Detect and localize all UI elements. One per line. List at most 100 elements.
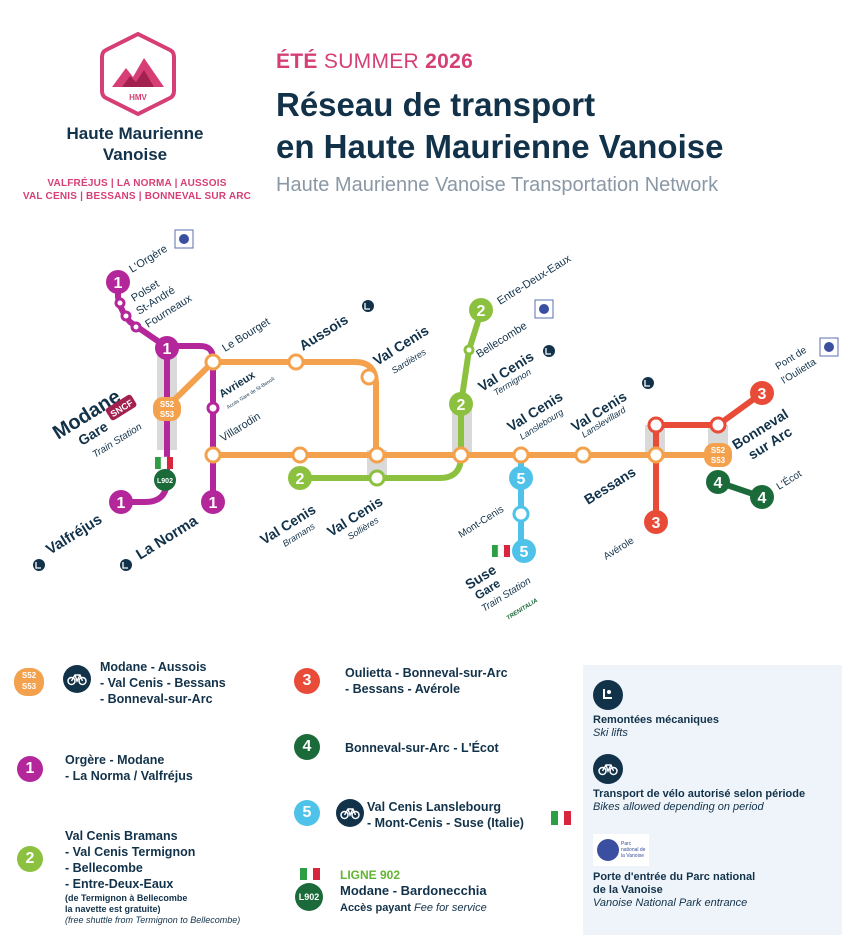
logo-towns: VALFRÉJUS | LA NORMA | AUSSOIS VAL CENIS… xyxy=(22,178,252,202)
label-bessans: Bessans xyxy=(581,463,639,507)
italy-flag-icon xyxy=(155,456,173,470)
label-villarodin: Villarodin xyxy=(218,410,263,444)
label-l-ecot: L'Écot xyxy=(774,467,804,493)
legend-l902-badge: L902 xyxy=(295,883,323,911)
bike-icon xyxy=(63,665,91,693)
badge-1: 1 xyxy=(163,341,172,358)
l902-badge: L902 xyxy=(154,469,176,491)
svg-text:S53: S53 xyxy=(160,410,175,419)
bike-icon xyxy=(593,754,623,784)
stop-polset xyxy=(114,297,126,309)
badge-2: 2 xyxy=(296,471,305,488)
info-bike-fr: Transport de vélo autorisé selon période xyxy=(593,788,806,800)
stop-lanslevillard xyxy=(574,446,592,464)
park-entrance-icon xyxy=(819,337,839,357)
park-entrance-icon xyxy=(174,229,194,249)
s52-badge-modane: S52 S53 xyxy=(153,397,181,421)
stop-bessans xyxy=(647,446,665,464)
legend-line-2-route: Val Cenis Bramans - Val Cenis Termignon … xyxy=(65,829,196,891)
badge-2: 2 xyxy=(477,303,486,320)
legend-line-4-route: Bonneval-sur-Arc - L'Écot xyxy=(345,741,499,755)
ski-lift-icon xyxy=(362,300,374,312)
label-averole: Avérole xyxy=(602,535,637,562)
bike-icon xyxy=(336,799,364,827)
stop-bramans xyxy=(291,446,309,464)
legend-l902-title: LIGNE 902 xyxy=(340,868,401,882)
info-ski-en: Ski lifts xyxy=(593,727,628,739)
badge-5: 5 xyxy=(517,471,526,488)
stops xyxy=(114,297,727,523)
stop-mont-cenis xyxy=(512,505,530,523)
s52-badge-bonneval: S52 S53 xyxy=(704,443,732,467)
page-subtitle: Haute Maurienne Vanoise Transportation N… xyxy=(276,174,719,196)
svg-text:S52: S52 xyxy=(160,400,175,409)
legend-line-2-badge: 2 xyxy=(17,846,43,872)
stop-aussois xyxy=(287,353,305,371)
label-la-norma: La Norma xyxy=(133,512,201,563)
line-3-route xyxy=(653,390,764,522)
park-entrance-icon: Parc national de la Vanoise xyxy=(593,834,649,866)
stop-st-andre xyxy=(120,310,132,322)
info-park-en: Vanoise National Park entrance xyxy=(593,897,748,909)
legend-line-5-badge: 5 xyxy=(294,800,320,826)
badge-1: 1 xyxy=(114,275,123,292)
label-le-bourget: Le Bourget xyxy=(220,316,272,355)
legend-line-4-badge: 4 xyxy=(294,734,320,760)
stop-termignon xyxy=(452,446,470,464)
stop-sollieres xyxy=(368,446,386,464)
stop-fourneaux xyxy=(130,321,142,333)
legend-line-1-route: Orgère - Modane - La Norma / Valfréjus xyxy=(65,753,193,783)
network-map: 1 1 1 1 2 2 2 3 3 4 4 5 5 S52 S53 S52 S5… xyxy=(33,229,839,622)
line-2-route xyxy=(300,311,484,481)
ski-lift-icon xyxy=(593,680,623,710)
stop-bonneval xyxy=(709,416,727,434)
legend-l902-fee: Accès payant Fee for service xyxy=(340,902,487,914)
line-badges: 1 1 1 1 2 2 2 3 3 4 4 5 5 xyxy=(106,270,774,563)
italy-flag-icon xyxy=(551,811,571,825)
italy-flag-icon xyxy=(492,544,510,558)
label-valfrejus: Valfréjus xyxy=(43,511,105,559)
badge-2: 2 xyxy=(457,397,466,414)
info-box xyxy=(583,665,842,935)
stop-villarodin xyxy=(204,446,222,464)
label-aussois: Aussois xyxy=(296,311,351,354)
hmv-logo: HMV xyxy=(100,32,176,116)
label-entre-deux-eaux: Entre-Deux-Eaux xyxy=(495,252,573,307)
badge-4: 4 xyxy=(714,475,723,492)
svg-text:S52: S52 xyxy=(711,446,726,455)
stop-bessans-2 xyxy=(647,416,665,434)
stop-lanslebourg xyxy=(512,446,530,464)
legend-s52-route: Modane - Aussois - Val Cenis - Bessans -… xyxy=(100,660,226,706)
stop-avrieux xyxy=(206,401,220,415)
legend-s52-badge: S52 S53 xyxy=(14,668,44,696)
stop-sardieres xyxy=(360,368,378,386)
badge-1: 1 xyxy=(209,495,218,512)
label-mont-cenis: Mont-Cenis xyxy=(457,504,506,540)
stop-sollieres-2 xyxy=(368,469,386,487)
svg-text:L902: L902 xyxy=(157,478,173,485)
info-bike-en: Bikes allowed depending on period xyxy=(593,801,764,813)
ski-lift-icon xyxy=(120,559,132,571)
page-title: Réseau de transport en Haute Maurienne V… xyxy=(276,86,724,165)
label-orgere: L'Orgère xyxy=(127,243,169,276)
legend-line-5-route: Val Cenis Lanslebourg - Mont-Cenis - Sus… xyxy=(367,800,524,830)
svg-text:S53: S53 xyxy=(711,456,726,465)
info-ski-fr: Remontées mécaniques xyxy=(593,714,719,726)
label-trenitalia: TRENITALIA xyxy=(506,598,539,622)
legend-line-3-badge: 3 xyxy=(294,668,320,694)
ski-lift-icon xyxy=(642,377,654,389)
badge-3: 3 xyxy=(758,386,767,403)
badge-1: 1 xyxy=(117,495,126,512)
badge-4: 4 xyxy=(758,490,767,507)
logo-monogram: HMV xyxy=(129,93,147,102)
info-park-fr: Porte d'entrée du Parc national de la Va… xyxy=(593,871,756,896)
italy-flag-icon xyxy=(300,868,320,880)
stop-bellecombe xyxy=(463,344,475,356)
park-entrance-icon xyxy=(534,299,554,319)
legend-line-1-badge: 1 xyxy=(17,756,43,782)
season-label: ÉTÉ SUMMER 2026 xyxy=(276,50,474,73)
logo-name: Haute Maurienne Vanoise xyxy=(66,124,204,164)
legend-line-3-route: Oulietta - Bonneval-sur-Arc - Bessans - … xyxy=(345,666,508,696)
legend-line-2-note: (de Termignon à Bellecombe la navette es… xyxy=(65,893,241,925)
ski-lift-icon xyxy=(543,345,555,357)
